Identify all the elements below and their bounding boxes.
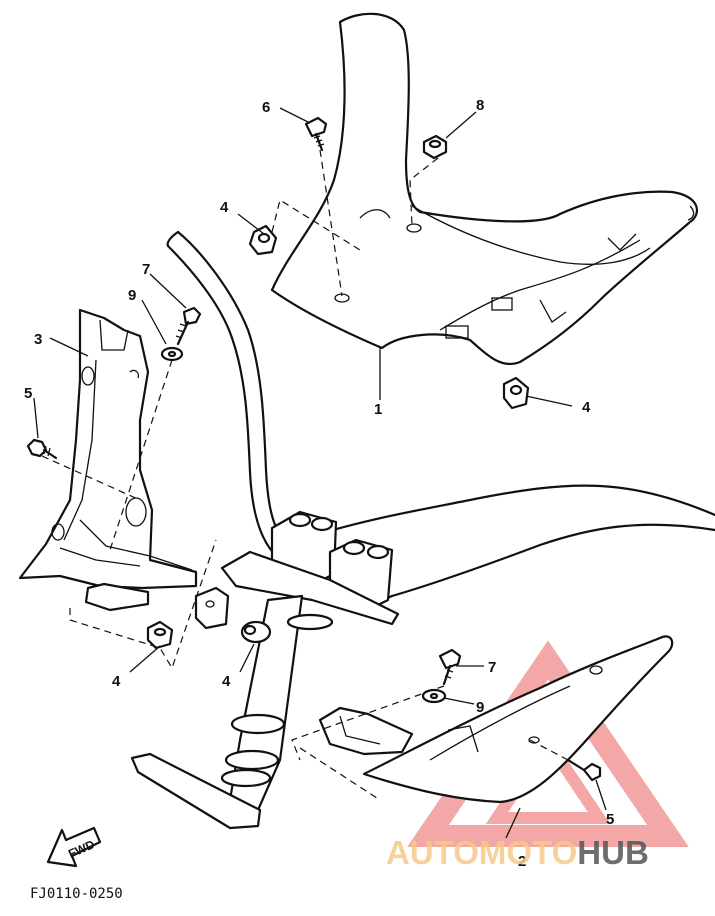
assembly-lines [41,149,569,801]
callout-6: 6 [262,99,270,116]
drawing-code: FJ0110-0250 [30,886,123,902]
washer-9-left [160,346,184,362]
callout-labels: 1 2 3 4 4 4 4 5 5 6 7 7 8 9 9 [24,97,614,870]
callout-3: 3 [34,331,42,348]
fwd-direction-arrow: FWD [46,826,102,868]
left-side-panel [18,308,198,612]
callout-9-right: 9 [476,699,484,716]
watermark-part1: AUTOMOTO [386,834,577,871]
front-cover [270,12,699,365]
steering-stem [130,550,400,830]
callout-5-right: 5 [606,811,614,828]
callout-5-left: 5 [24,385,32,402]
bolt-7-right [438,648,462,686]
callout-2: 2 [518,853,526,870]
handlebar [166,230,715,605]
grommet-center [240,620,272,644]
callout-1: 1 [374,401,382,418]
callout-8: 8 [476,97,484,114]
callout-4-upper-left: 4 [220,199,229,216]
callout-4-lower-left: 4 [112,673,121,690]
washer-9-right [421,688,447,704]
grommet-lower-left [146,620,174,650]
screw-5-right [566,758,602,782]
callout-7-left: 7 [142,261,150,278]
bolt-7-left [175,306,202,346]
callout-9-left: 9 [128,287,136,304]
watermark-part2: HUB [577,834,649,871]
bracket-center [194,586,230,630]
callout-7-right: 7 [488,659,496,676]
nut-8 [422,134,448,160]
screw-6 [304,116,328,152]
watermark-text: AUTOMOTOHUB [386,834,649,871]
callout-4-right: 4 [582,399,591,416]
right-side-panel [318,635,674,804]
callout-4-center: 4 [222,673,231,690]
grommet-right [502,376,530,410]
callout-leaders [33,107,607,839]
grommet-upper-left [248,224,278,256]
screw-5-left [26,438,58,460]
svg-text:AUTOMOTOHUB: AUTOMOTOHUB [386,834,649,871]
